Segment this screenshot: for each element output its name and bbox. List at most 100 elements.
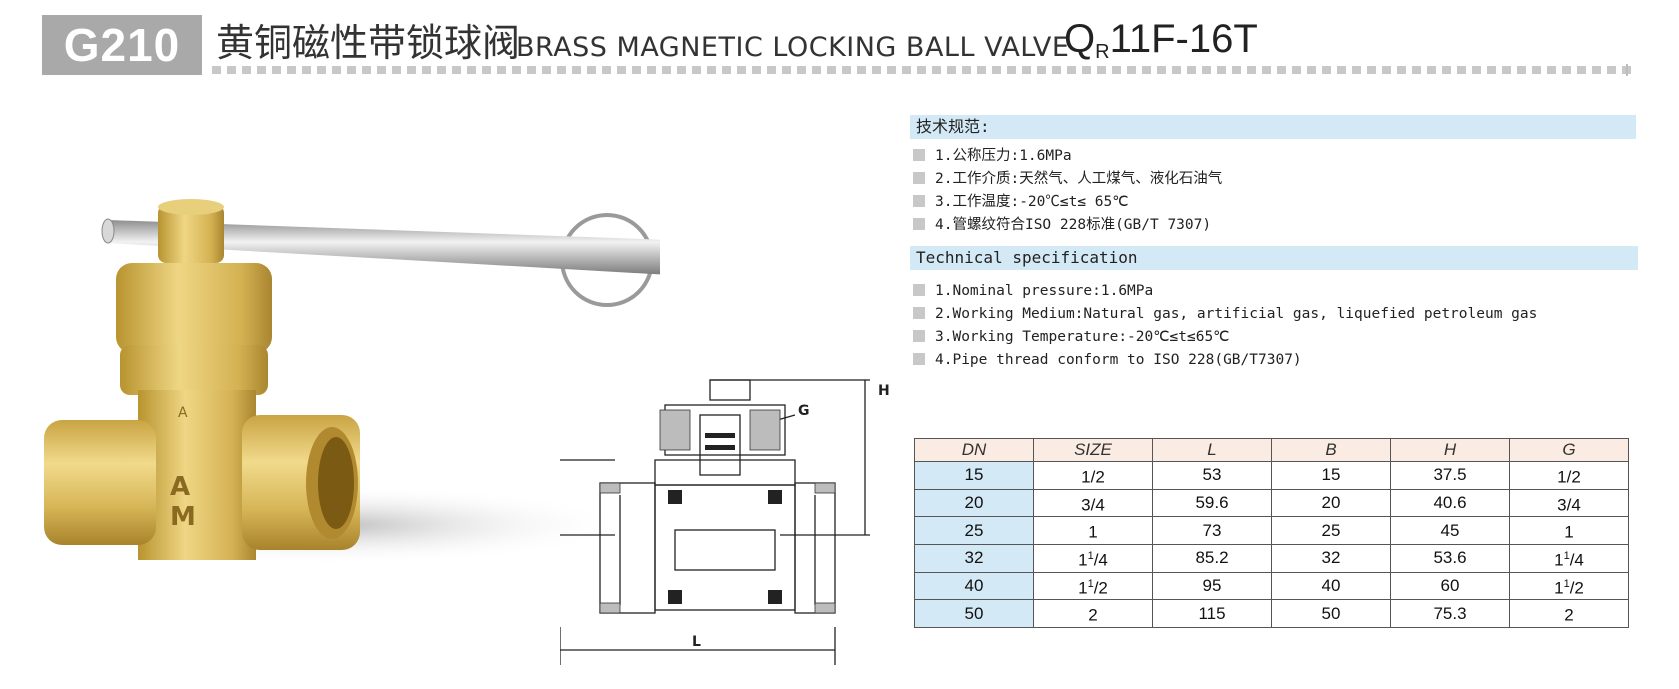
size-whole: 1: [1078, 550, 1088, 570]
fraction-slash: /: [1569, 550, 1575, 570]
cell-h: 37.5: [1390, 461, 1510, 490]
spec-item-cn: 4.管螺纹符合ISO 228标准(GB/T 7307): [913, 214, 1222, 237]
cell-h: 40.6: [1390, 488, 1510, 518]
g-plain: 3/4: [1557, 495, 1581, 515]
cell-b: 25: [1271, 516, 1391, 545]
cell-dn: 15: [914, 461, 1034, 490]
spec-text-en: 4.Pipe thread conform to ISO 228(GB/T730…: [935, 352, 1302, 368]
cell-size: 2: [1033, 599, 1153, 628]
col-header-b: B: [1271, 438, 1391, 462]
g-numerator: 1: [1563, 549, 1570, 562]
fraction-slash: /: [1569, 578, 1575, 598]
cell-dn: 20: [914, 488, 1034, 518]
table-header-row: DN SIZE L B H G: [914, 438, 1629, 462]
product-code: G210: [42, 15, 202, 75]
dim-label-l: L: [692, 634, 701, 650]
cell-g: 3/4: [1509, 488, 1629, 518]
valve-photo: A A M: [30, 199, 660, 565]
model-subscript: R: [1095, 41, 1110, 63]
cell-b: 20: [1271, 488, 1391, 518]
g-plain: 1: [1564, 522, 1574, 542]
model-suffix: 11F-16T: [1109, 17, 1258, 61]
spec-item-en: 1.Nominal pressure:1.6MPa: [913, 280, 1537, 303]
valve-body: [138, 390, 256, 560]
cell-h: 60: [1390, 571, 1510, 601]
cell-g: 11/2: [1509, 571, 1629, 601]
g-denominator: 4: [1574, 550, 1584, 570]
left-port: [44, 420, 156, 545]
spec-heading-cn: 技术规范:: [910, 115, 1636, 139]
spec-item-en: 3.Working Temperature:-20℃≤t≤65℃: [913, 326, 1537, 349]
bullet-square-icon: [913, 218, 925, 230]
col-header-l: L: [1152, 438, 1272, 462]
cell-b: 40: [1271, 571, 1391, 601]
g-denominator: 2: [1574, 578, 1584, 598]
col-header-dn: DN: [914, 438, 1034, 462]
fraction-slash: /: [1093, 578, 1099, 598]
dim-label-g: G: [798, 403, 810, 419]
bullet-square-icon: [913, 353, 925, 365]
spec-list-cn: 1.公称压力:1.6MPa 2.工作介质:天然气、人工煤气、液化石油气 3.工作…: [913, 145, 1222, 237]
cell-size: 3/4: [1033, 488, 1153, 518]
size-plain: 3/4: [1081, 495, 1105, 515]
spec-text-en: 2.Working Medium:Natural gas, artificial…: [935, 306, 1538, 322]
spec-item-en: 4.Pipe thread conform to ISO 228(GB/T730…: [913, 349, 1537, 372]
cross-section-drawing: H G ØB L: [560, 379, 890, 665]
cell-h: 53.6: [1390, 543, 1510, 573]
spec-text-cn: 2.工作介质:天然气、人工煤气、液化石油气: [935, 171, 1223, 187]
size-whole: 1: [1078, 578, 1088, 598]
col-header-g: G: [1509, 438, 1629, 462]
bullet-square-icon: [913, 172, 925, 184]
mark-a-large: A: [170, 472, 190, 502]
title-english: BRASS MAGNETIC LOCKING BALL VALVE: [516, 32, 1070, 63]
cell-l: 85.2: [1152, 543, 1272, 573]
cell-b: 50: [1271, 599, 1391, 628]
fraction-slash: /: [1093, 550, 1099, 570]
g-whole: 1: [1554, 578, 1564, 598]
spec-item-cn: 3.工作温度:-20℃≤t≤ 65℃: [913, 191, 1222, 214]
cell-g: 11/4: [1509, 543, 1629, 573]
bullet-square-icon: [913, 284, 925, 296]
bullet-square-icon: [913, 149, 925, 161]
cell-l: 59.6: [1152, 488, 1272, 518]
mark-m-large: M: [170, 502, 196, 532]
title-chinese: 黄铜磁性带锁球阀: [216, 21, 521, 65]
cell-b: 15: [1271, 461, 1391, 490]
cell-dn: 32: [914, 543, 1034, 573]
cell-g: 2: [1509, 599, 1629, 628]
key-head: [158, 205, 224, 263]
size-plain: 1/2: [1081, 467, 1105, 487]
header-dotted-divider: [212, 66, 1634, 74]
cell-size: 1: [1033, 516, 1153, 545]
header-divider-end: [1626, 64, 1628, 76]
g-numerator: 1: [1563, 577, 1570, 590]
col-header-h: H: [1390, 438, 1510, 462]
col-header-size: SIZE: [1033, 438, 1153, 462]
spec-item-cn: 2.工作介质:天然气、人工煤气、液化石油气: [913, 168, 1222, 191]
bullet-square-icon: [913, 195, 925, 207]
cell-l: 115: [1152, 599, 1272, 628]
size-plain: 2: [1088, 605, 1098, 625]
spec-text-cn: 1.公称压力:1.6MPa: [935, 148, 1072, 164]
spec-list-en: 1.Nominal pressure:1.6MPa 2.Working Medi…: [913, 280, 1537, 372]
model-prefix: Q: [1064, 17, 1096, 61]
size-denominator: 4: [1098, 550, 1108, 570]
g-plain: 1/2: [1557, 467, 1581, 487]
cell-size: 1/2: [1033, 461, 1153, 490]
cell-b: 32: [1271, 543, 1391, 573]
cell-size: 11/2: [1033, 571, 1153, 601]
cell-h: 45: [1390, 516, 1510, 545]
spec-item-en: 2.Working Medium:Natural gas, artificial…: [913, 303, 1537, 326]
cell-h: 75.3: [1390, 599, 1510, 628]
cell-l: 53: [1152, 461, 1272, 490]
lock-cap: [116, 263, 272, 353]
size-numerator: 1: [1087, 549, 1094, 562]
cell-l: 73: [1152, 516, 1272, 545]
cell-dn: 50: [914, 599, 1034, 628]
